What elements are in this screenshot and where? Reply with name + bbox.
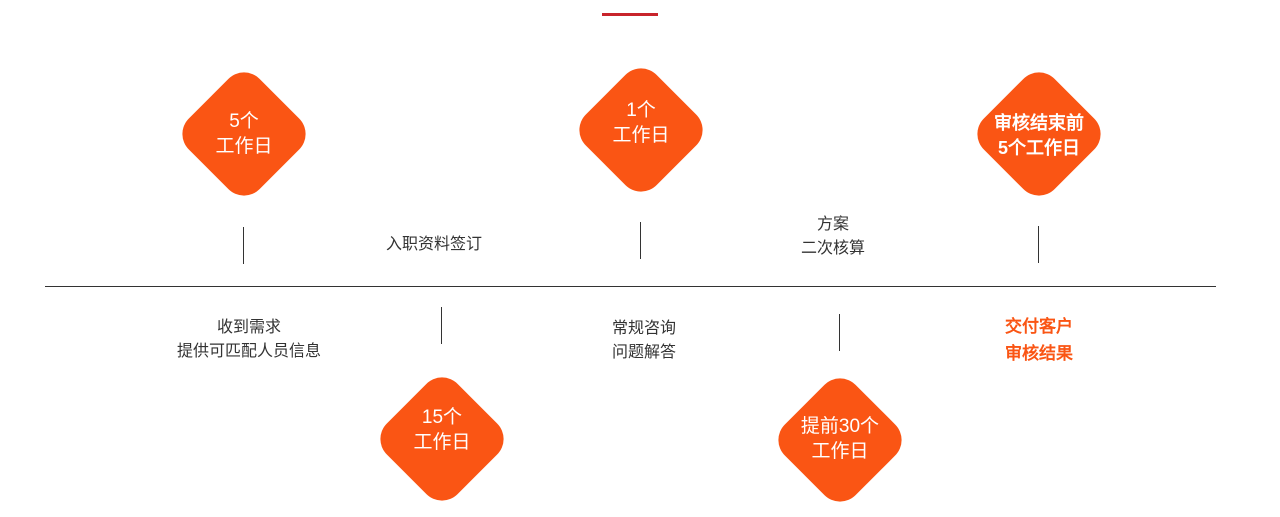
step-5-badge-line-1: 审核结束前 [994,113,1084,133]
step-5-badge-line-2: 5个工作日 [997,138,1080,158]
step-4-label-line-1: 方案 [816,216,849,233]
step-1-tick [243,227,244,264]
step-4-label-line-2: 二次核算 [800,240,865,257]
step-1-badge-line-2: 工作日 [215,136,273,157]
step-3-label-line-2: 问题解答 [611,344,676,361]
step-2-badge-line-2: 工作日 [413,432,471,453]
step-3-badge-text: 1个 工作日 [566,98,716,148]
step-5-label-line-2: 审核结果 [1005,344,1073,363]
step-3-badge-line-1: 1个 [626,100,656,121]
title-accent-bar [602,13,658,16]
timeline-axis [45,286,1216,287]
step-5-badge-text: 审核结束前 5个工作日 [964,111,1114,161]
step-1-label-line-2: 提供可匹配人员信息 [176,343,321,360]
step-2-label-line-1: 入职资料签订 [385,236,482,253]
step-5-label: 交付客户 审核结果 [929,313,1149,367]
step-3-label: 常规咨询 问题解答 [534,317,754,365]
step-5-tick [1038,226,1039,263]
step-5-label-line-1: 交付客户 [1005,317,1073,336]
step-3-label-line-1: 常规咨询 [611,320,676,337]
step-3-badge-line-2: 工作日 [612,125,670,146]
step-4-badge-text: 提前30个 工作日 [765,414,915,464]
step-2-tick [441,307,442,344]
step-1-badge-text: 5个 工作日 [169,109,319,159]
step-4-label: 方案 二次核算 [723,213,943,261]
step-3-tick [640,222,641,259]
step-1-label: 收到需求 提供可匹配人员信息 [139,316,359,364]
step-2-label: 入职资料签订 [324,233,544,257]
step-1-badge-line-1: 5个 [229,111,259,132]
step-4-badge-line-1: 提前30个 [800,416,880,437]
step-1-label-line-1: 收到需求 [216,319,281,336]
step-2-badge-text: 15个 工作日 [367,405,517,455]
step-2-badge-line-1: 15个 [421,407,463,428]
step-4-tick [839,314,840,351]
step-4-badge-line-2: 工作日 [811,441,869,462]
